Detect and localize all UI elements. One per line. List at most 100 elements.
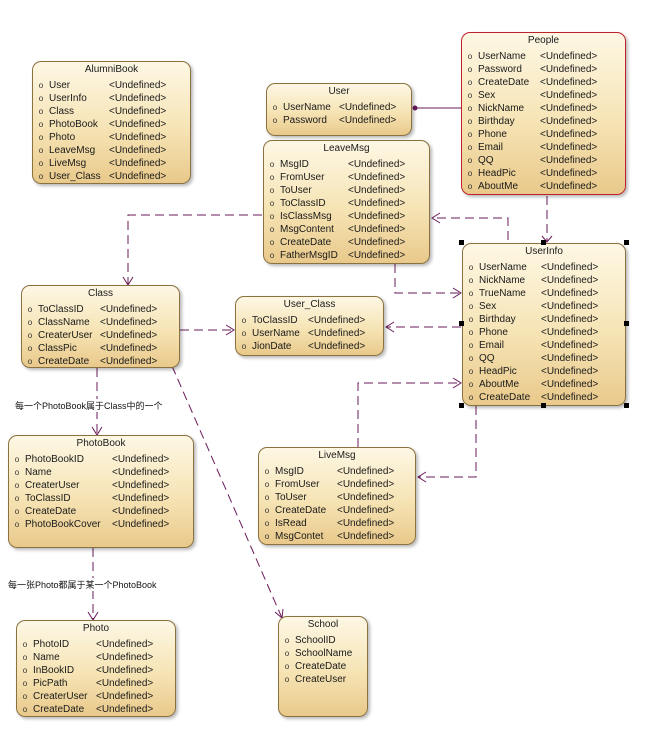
selection-handle[interactable] [624, 403, 629, 408]
selection-handle[interactable] [541, 403, 546, 408]
attribute-name: PhotoBookID [25, 454, 84, 465]
selection-handle[interactable] [624, 240, 629, 245]
connector-class-school[interactable] [171, 365, 283, 619]
selection-handle[interactable] [459, 321, 464, 326]
attribute-bullet-icon: o [27, 344, 33, 353]
selection-handle[interactable] [459, 240, 464, 245]
attribute-bullet-icon: o [264, 519, 270, 528]
attribute-type: <Undefined> [109, 106, 167, 117]
connector-userinfo-livemsg[interactable] [418, 406, 477, 478]
selection-handle[interactable] [541, 240, 546, 245]
selection-handle[interactable] [459, 403, 464, 408]
connector-livemsg-userinfo[interactable] [357, 382, 461, 447]
connector-userinfo-leavemsg[interactable] [432, 217, 509, 240]
connector-leavemsg-userinfo[interactable] [394, 264, 461, 294]
connector-leavemsg-class[interactable] [127, 214, 262, 285]
attribute-type: <Undefined> [96, 704, 154, 715]
selection-handle[interactable] [624, 321, 629, 326]
